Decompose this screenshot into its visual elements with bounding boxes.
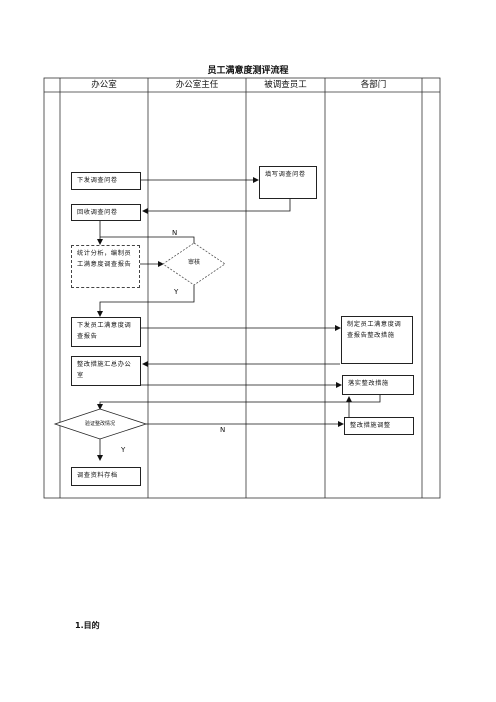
arrow-implement-to-verify — [97, 395, 381, 410]
node-implement: 落实整改措施 — [342, 375, 414, 395]
verify-diamond — [53, 408, 148, 440]
node-archive: 调查资料存档 — [71, 467, 141, 486]
verify-no-label: N — [220, 426, 226, 434]
review-no-label: N — [172, 229, 178, 237]
node-adjust: 整改措施调整 — [344, 417, 414, 435]
node-summarize: 整改措施汇总办公室 — [71, 356, 141, 386]
node-fill-survey: 填写调查问卷 — [259, 166, 317, 199]
lane-header-departments: 各部门 — [360, 80, 387, 90]
lane-header-director: 办公室主任 — [175, 80, 219, 90]
node-analyze: 统计分析，编制员工满意度调查报告 — [71, 245, 140, 288]
page-title: 员工满意度测评流程 — [207, 66, 289, 76]
node-make-plan: 制定员工满意度调查报告整改措施 — [341, 316, 413, 364]
arrow-fill-to-collect — [142, 199, 291, 214]
arrow-review-yes — [97, 285, 195, 317]
swimlane-table — [43, 77, 441, 499]
review-diamond — [162, 242, 226, 286]
review-label: 审核 — [187, 259, 200, 266]
section-heading: 1.目的 — [75, 621, 100, 630]
table-border — [43, 77, 441, 499]
lane-header-office: 办公室 — [91, 80, 117, 90]
node-issue-survey: 下发调查问卷 — [71, 172, 141, 190]
review-yes-label: Y — [174, 288, 179, 296]
node-issue-report: 下发员工满意度调查报告 — [71, 317, 141, 347]
node-collect-survey: 回收调查问卷 — [71, 204, 141, 221]
arrow-review-no — [100, 236, 195, 244]
verify-yes-label: Y — [121, 446, 126, 454]
verify-label: 验证整改情况 — [84, 421, 115, 427]
lane-header-employee: 被调查员工 — [264, 80, 307, 90]
